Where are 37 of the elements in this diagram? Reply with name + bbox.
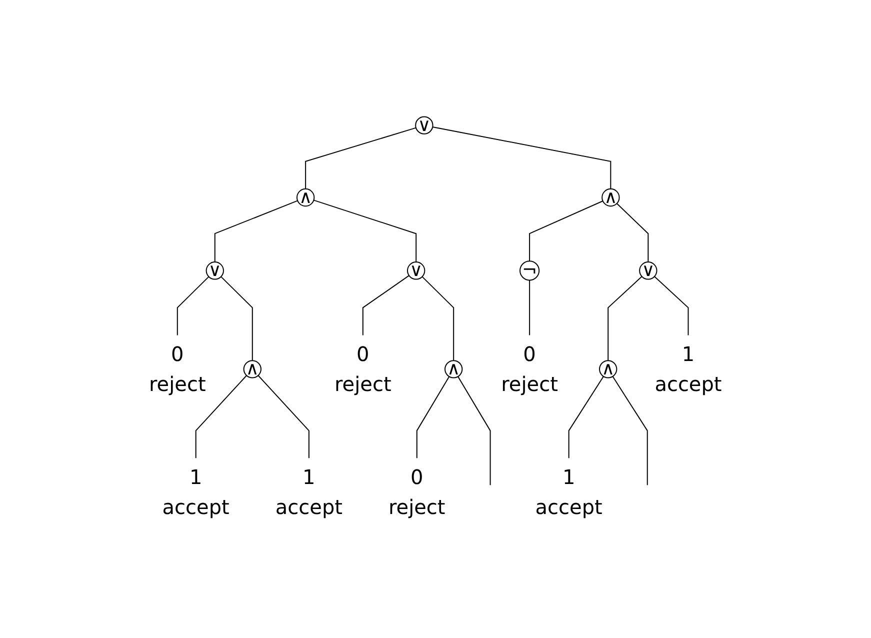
truth-value: 1 accept bbox=[162, 464, 230, 522]
operator-circle: ∨ bbox=[415, 114, 434, 136]
truth-value: 0 reject bbox=[388, 464, 446, 522]
tree-edge bbox=[362, 275, 410, 336]
tree-edge bbox=[177, 276, 210, 336]
truth-value: 1 accept bbox=[654, 341, 722, 398]
tree-edge bbox=[220, 276, 253, 362]
tree-edge bbox=[258, 375, 310, 459]
tree-edge bbox=[529, 200, 604, 262]
tree-edge bbox=[432, 126, 612, 190]
tree-edge bbox=[529, 280, 530, 336]
truth-value: 0 reject bbox=[149, 341, 206, 398]
tree-edge bbox=[214, 200, 298, 263]
operator-circle: ¬ bbox=[520, 260, 540, 282]
tree-edge bbox=[416, 376, 450, 459]
truth-value: 1 accept bbox=[276, 464, 343, 522]
operator-circle: ∧ bbox=[444, 358, 463, 380]
operator-circle: ∨ bbox=[206, 260, 224, 282]
tree-edge bbox=[422, 276, 454, 362]
tree-edge bbox=[195, 375, 248, 459]
operator-circle: ∨ bbox=[639, 260, 658, 282]
operator-circle: ∧ bbox=[599, 358, 618, 380]
operator-circle: ∨ bbox=[407, 260, 426, 282]
tree-edge bbox=[305, 127, 417, 190]
operator-circle: ∧ bbox=[602, 187, 620, 208]
truth-value: 1 accept bbox=[535, 464, 602, 522]
tree-edge bbox=[654, 276, 689, 336]
tree-edge bbox=[616, 202, 649, 263]
truth-value: 0 reject bbox=[501, 341, 558, 398]
truth-value: 0 reject bbox=[334, 341, 392, 398]
operator-circle: ∧ bbox=[296, 187, 315, 208]
tree-edge bbox=[612, 376, 648, 486]
operator-circle: ∧ bbox=[243, 358, 262, 380]
tree-edge bbox=[458, 376, 491, 486]
tree-edge bbox=[568, 376, 604, 459]
tree-edge bbox=[608, 276, 642, 362]
tree-edge bbox=[313, 200, 417, 263]
